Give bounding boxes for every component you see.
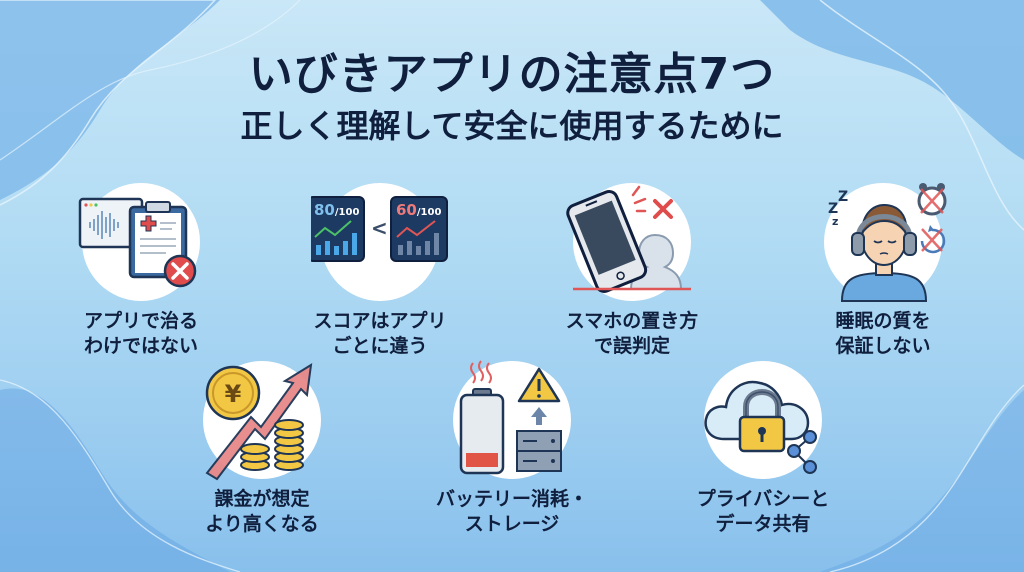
point-label: 課金が想定 より高くなる	[205, 488, 319, 535]
clipboard-soundwave-x-icon	[78, 197, 197, 288]
svg-text:80/100: 80/100	[314, 201, 359, 219]
icon-circle: ¥	[203, 361, 321, 481]
point-label: 睡眠の質を 保証しない	[835, 310, 931, 357]
point-label: バッテリー消耗・ ストレージ	[435, 488, 588, 535]
page-subtitle: 正しく理解して安全に使用するために	[240, 107, 784, 145]
icon-circle	[704, 361, 822, 479]
point-label: アプリで治る わけではない	[83, 310, 198, 357]
icon-circle	[566, 183, 691, 301]
point-card-7: プライバシーと データ共有	[663, 361, 863, 537]
sleeping-person-icon: Z Z z	[828, 183, 947, 302]
point-card-6: バッテリー消耗・ ストレージ	[412, 360, 612, 537]
point-card-3: スマホの置き方 で誤判定	[532, 183, 732, 359]
svg-text:<: <	[371, 216, 388, 240]
svg-text:Z: Z	[838, 189, 848, 205]
icon-circle: Z Z z	[824, 183, 947, 302]
svg-text:¥: ¥	[225, 380, 242, 408]
phone-placement-icon	[566, 185, 691, 293]
point-label: スコアはアプリ ごとに違う	[313, 310, 447, 357]
score-compare-icon: 80/100 < 60/100	[311, 196, 448, 262]
svg-text:60/100: 60/100	[396, 201, 441, 219]
point-label: スマホの置き方 で誤判定	[565, 310, 699, 357]
battery-storage-warning-icon	[459, 360, 562, 475]
page-title: いびきアプリの注意点7つ	[248, 49, 776, 100]
icon-circle	[78, 183, 200, 301]
cloud-lock-share-icon	[704, 380, 817, 474]
point-card-5: ¥ 課金が想定 より高くなる	[162, 361, 362, 537]
icon-circle: 80/100 < 60/100	[311, 183, 448, 301]
point-card-4: Z Z z 睡眠の質を 保証しない	[783, 183, 983, 359]
header: いびきアプリの注意点7つ 正しく理解して安全に使用するために	[0, 48, 1024, 148]
point-card-1: アプリで治る わけではない	[41, 183, 241, 359]
svg-text:Z: Z	[828, 201, 838, 217]
yen-coins-rising-icon: ¥	[205, 363, 313, 481]
point-card-2: 80/100 < 60/100 スコアはアプリ ごとに違う	[280, 183, 480, 359]
point-label: プライバシーと データ共有	[696, 488, 830, 535]
icon-circle	[453, 360, 571, 479]
svg-text:z: z	[832, 215, 838, 228]
